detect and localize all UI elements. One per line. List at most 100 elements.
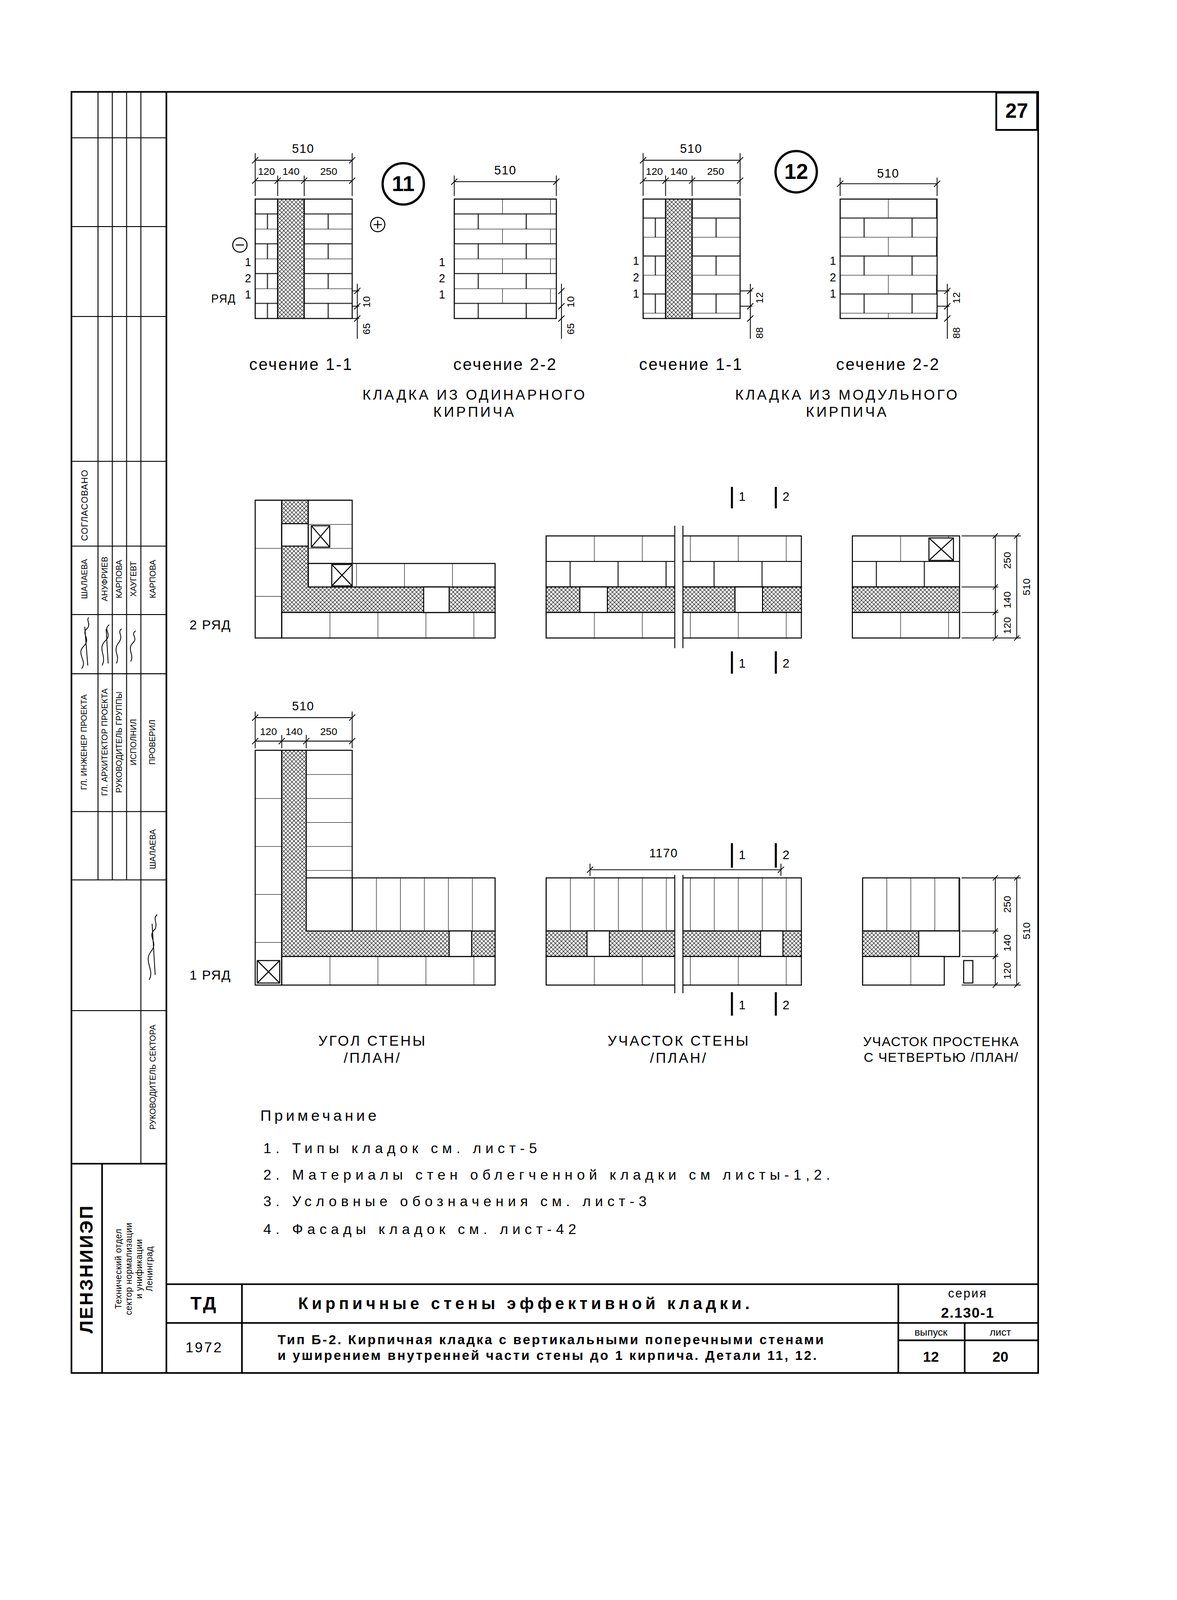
label-text: 1: [829, 254, 837, 268]
label-text: 4. Фасады кладок см. лист-42: [263, 1221, 581, 1238]
label-text: сечение 1-1: [639, 355, 744, 374]
section-mark-label: 1: [738, 998, 746, 1013]
label-text: 140: [670, 165, 688, 178]
row-label: 1: [633, 287, 640, 301]
label-text: 510: [292, 141, 315, 156]
label-text: 1: [245, 288, 252, 301]
title-block-text: серия: [948, 1286, 988, 1302]
label-text: 140: [285, 725, 303, 738]
label-text: АНУФРИЕВ: [100, 556, 110, 602]
dimension-label: 510: [292, 699, 315, 714]
label-text: 250: [320, 165, 338, 178]
caption: УЧАСТОК СТЕНЫ /ПЛАН/: [607, 1032, 751, 1067]
label-text: 140: [1001, 934, 1013, 952]
label-text: 250: [707, 165, 725, 178]
caption: УЧАСТОК ПРОСТЕНКА С ЧЕТВЕРТЬЮ /ПЛАН/: [863, 1033, 1020, 1066]
label-text: РУКОВОДИТЕЛЬ ГРУППЫ: [114, 691, 124, 794]
circle-outline-shape: [382, 163, 424, 205]
row-label: 2: [438, 271, 446, 286]
dimension-label: 120: [1001, 617, 1014, 635]
title-block-text: выпуск: [914, 1326, 948, 1339]
section-mark-label: 1: [738, 489, 746, 505]
label-text: 65: [360, 322, 373, 335]
label-text: 510: [877, 166, 900, 181]
note-text: 2. Материалы стен облегченной кладки см …: [263, 1166, 835, 1184]
label-text: КАРПОВА: [114, 559, 124, 599]
label-text: ЛЕНЗНИИЭП: [75, 1204, 97, 1334]
dimension-label: 65: [360, 322, 373, 335]
label-text: 2: [245, 271, 252, 285]
dimension-label: 250: [320, 725, 338, 738]
stamp-text: ШАЛАЕВА: [80, 558, 90, 599]
label-text: 1 РЯД: [189, 967, 232, 983]
label-text: 2: [782, 847, 790, 862]
label-text: 10: [564, 296, 577, 308]
dimension-label: 250: [1001, 552, 1014, 570]
label-text: 65: [564, 322, 577, 335]
label-text: 120: [1001, 962, 1013, 980]
dimension-label: 12: [950, 292, 963, 304]
section-mark-label: 2: [782, 998, 790, 1013]
dimension-label: 510: [679, 141, 703, 157]
label-text: лист: [989, 1326, 1012, 1338]
stamp-text: ШАЛАЕВА: [148, 829, 159, 870]
label-text: 140: [1001, 591, 1013, 609]
caption: КЛАДКА ИЗ МОДУЛЬНОГО КИРПИЧА: [735, 386, 960, 421]
dimension-label: 250: [707, 165, 725, 178]
label-text: Тип Б-2. Кирпичная кладка с вертикальным…: [277, 1332, 826, 1363]
detail-callout-circle: 12: [773, 149, 819, 195]
stamp-text: КАРПОВА: [148, 559, 159, 599]
label-text: 120: [258, 165, 276, 178]
label-text: 1: [829, 287, 837, 300]
label-text: ХАУГЕВТ: [129, 561, 139, 597]
dimension-label: 1170: [649, 846, 678, 861]
dimension-label: 120: [259, 725, 277, 738]
row-label: 1: [829, 287, 837, 301]
dimension-label: 140: [1001, 591, 1014, 609]
caption: УГОЛ СТЕНЫ /ПЛАН/: [318, 1032, 427, 1067]
dimension-label: 140: [1001, 934, 1014, 952]
label-text: 2: [782, 998, 790, 1013]
title-block-text: Кирпичные стены эффективной кладки.: [298, 1293, 754, 1314]
label-text: 2.130-1: [940, 1304, 995, 1321]
row-label: 1: [438, 288, 446, 302]
dimension-label: 510: [877, 166, 900, 182]
dimension-label: 10: [360, 296, 373, 308]
label-text: 88: [950, 327, 963, 339]
stamp-text: ПРОВЕРИЛ: [148, 719, 159, 765]
stamp-text: ЛЕНЗНИИЭП: [75, 1204, 98, 1334]
label-text: ТД: [190, 1292, 219, 1314]
dimension-label: 140: [670, 165, 688, 178]
section-mark-label: 2: [782, 489, 790, 505]
label-text: 1: [738, 998, 746, 1013]
label-text: ШАЛАЕВА: [80, 558, 90, 599]
label-text: РЯД: [211, 292, 237, 305]
row-label: 1: [438, 255, 446, 270]
label-text: 510: [1020, 578, 1033, 596]
label-text: Примечание: [260, 1106, 380, 1124]
label-text: ШАЛАЕВА: [148, 829, 158, 870]
label-text: 12: [950, 292, 963, 304]
label-text: 510: [292, 699, 315, 714]
label-text: 2: [633, 271, 640, 284]
note-text: 1. Типы кладок см. лист-5: [263, 1139, 542, 1157]
stamp-text: РУКОВОДИТЕЛЬ СЕКТОРА: [148, 1024, 159, 1130]
label-text: 140: [282, 165, 300, 178]
label-text: 12: [753, 292, 766, 304]
label-text: 510: [679, 141, 703, 156]
dimension-label: 120: [646, 165, 664, 178]
label-text: КЛАДКА ИЗ МОДУЛЬНОГО КИРПИЧА: [735, 386, 960, 420]
label-text: 250: [1001, 896, 1013, 914]
title-block-text: 1972: [185, 1338, 223, 1356]
label-text: Кирпичные стены эффективной кладки.: [298, 1294, 754, 1313]
label-text: 2: [438, 271, 446, 285]
label-text: 2: [782, 489, 790, 504]
title-block-text: 2.130-1: [940, 1304, 995, 1322]
stamp-text: АНУФРИЕВ: [100, 556, 111, 602]
row-label: 2 РЯД: [189, 616, 232, 633]
dimension-label: 510: [1020, 578, 1034, 596]
label-text: УГОЛ СТЕНЫ /ПЛАН/: [318, 1032, 427, 1066]
stamp-text: КАРПОВА: [114, 559, 125, 599]
label-text: выпуск: [914, 1326, 948, 1338]
label-text: 2 РЯД: [189, 617, 232, 633]
